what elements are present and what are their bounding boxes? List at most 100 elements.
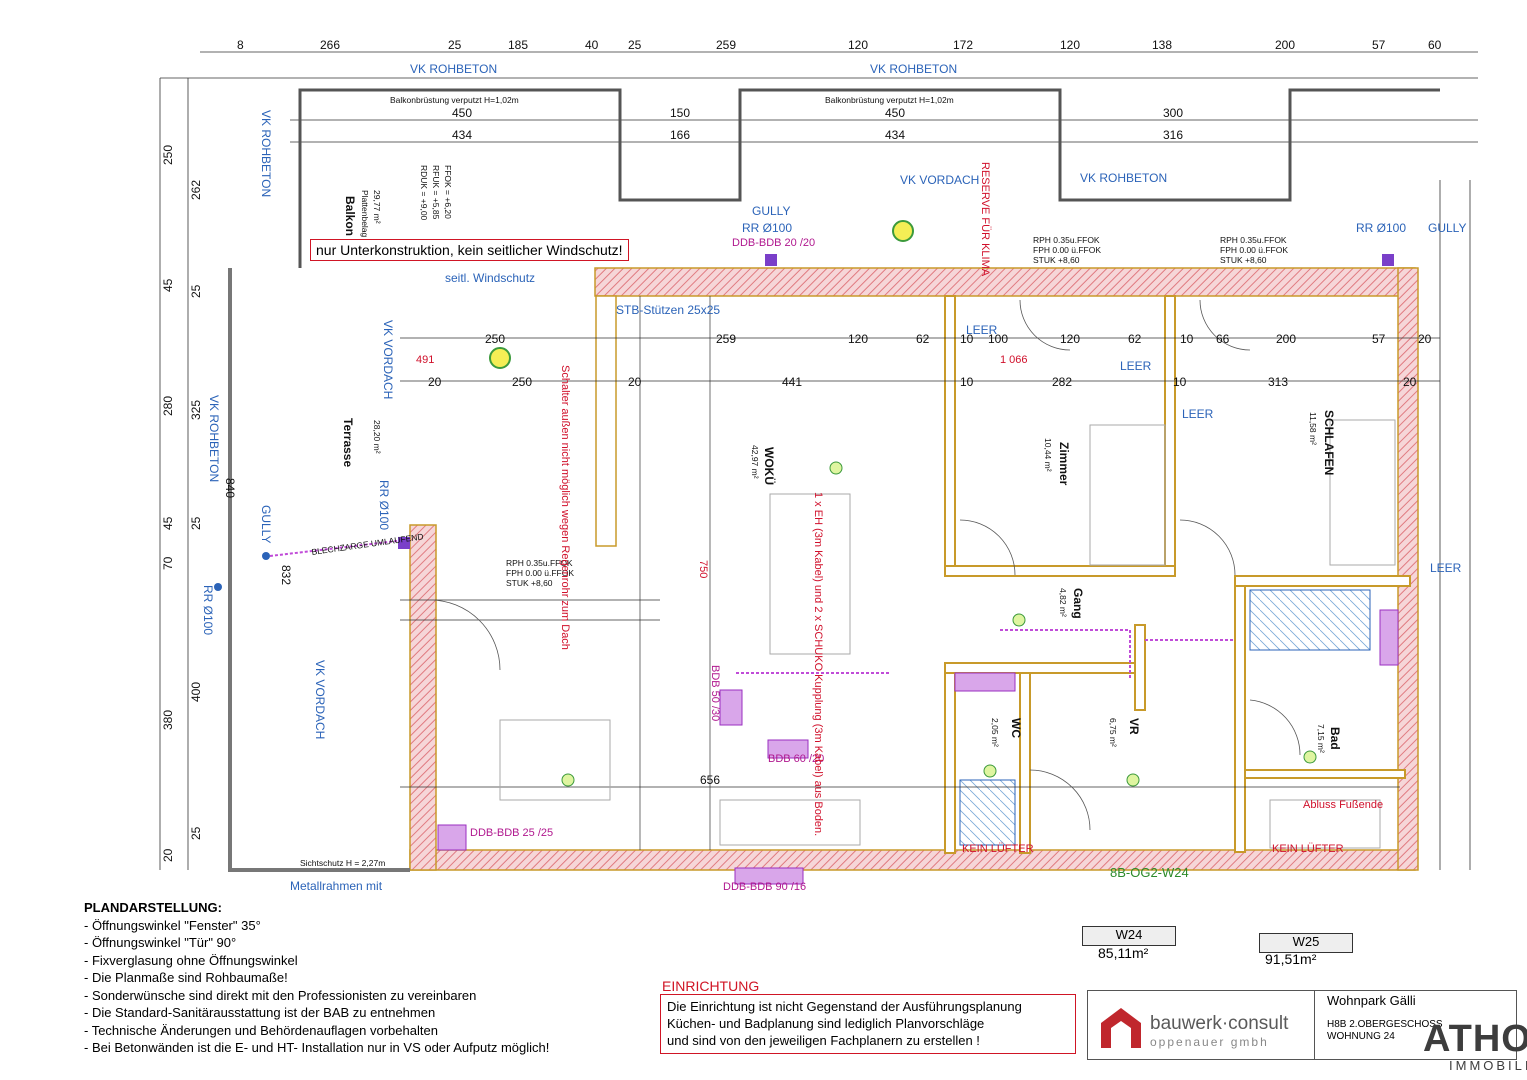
vk-vordach-label: VK VORDACH <box>381 320 395 399</box>
vk-vordach-label: VK VORDACH <box>313 660 327 739</box>
rr100-label: RR Ø100 <box>742 221 792 235</box>
room-name-woku: WOKÜ <box>762 447 777 485</box>
dim-left: 25 <box>189 826 203 840</box>
ddb-label: DDB-BDB 90 /16 <box>723 881 806 893</box>
dim-top: 138 <box>1152 38 1172 52</box>
legend-item: - Öffnungswinkel "Fenster" 35° <box>84 917 261 933</box>
dim-mid: 120 <box>1060 332 1080 346</box>
stb-stutzen-label: STB-Stützen 25x25 <box>616 303 720 317</box>
rr100-label: RR Ø100 <box>377 480 391 530</box>
eh-note: 1 x EH (3m Kabel) und 2 x SCHUKO Kupplun… <box>812 492 824 836</box>
fph-label: FPH 0.00 ü.FFOK <box>1220 245 1288 255</box>
dim-mid: 57 <box>1372 332 1386 346</box>
sichtschutz-label: Sichtschutz H = 2,27m <box>300 858 385 868</box>
dim-row: 282 <box>1052 375 1072 389</box>
dim-row: 313 <box>1268 375 1288 389</box>
dim-balcony: 434 <box>452 128 472 142</box>
rph-label: RPH 0.35u.FFOK <box>1033 235 1100 245</box>
plan-legend: PLANDARSTELLUNG: - Öffnungswinkel "Fenst… <box>84 899 654 1057</box>
legend-item: - Die Planmaße sind Rohbaumaße! <box>84 970 288 985</box>
einrichtung-note: Die Einrichtung ist nicht Gegenstand der… <box>660 994 1076 1054</box>
dim-balcony: 450 <box>452 106 472 120</box>
room-area-gang: 4,82 m² <box>1058 588 1068 617</box>
dim-left: 262 <box>189 180 203 200</box>
legend-title: PLANDARSTELLUNG: <box>84 900 222 915</box>
dim-row: 441 <box>782 375 802 389</box>
wc-tiles <box>959 779 1016 846</box>
dim-left: 45 <box>161 516 175 530</box>
dim-row: 20 <box>428 375 442 389</box>
rr100-label: RR Ø100 <box>1356 221 1406 235</box>
light-fixtures <box>489 220 1317 787</box>
rph-label: RPH 0.35u.FFOK <box>506 558 573 568</box>
light-icon <box>561 773 575 787</box>
dim-mid: 120 <box>848 332 868 346</box>
dim-mid: 100 <box>988 332 1008 346</box>
dim-balcony: 166 <box>670 128 690 142</box>
stuk-label: STUK +8,60 <box>1220 255 1267 265</box>
wohnung-id: 8B-OG2-W24 <box>1110 865 1189 880</box>
stuk-label: STUK +8,60 <box>506 578 553 588</box>
installation-lines <box>269 539 1235 680</box>
dim-top: 40 <box>585 38 599 52</box>
dim-top: 200 <box>1275 38 1295 52</box>
gully-icon <box>1382 254 1394 266</box>
leer-label: LEER <box>1120 359 1152 373</box>
rduk-label: RDUK = +9,00 <box>419 165 429 221</box>
ffok-label: FFOK = +6,20 <box>443 165 453 219</box>
bauwerk-logo-box: bauwerk·consult oppenauer gmbh <box>1087 990 1315 1060</box>
dim-left: 25 <box>189 516 203 530</box>
room-name-vr: VR <box>1127 718 1141 735</box>
dim-row: 20 <box>628 375 642 389</box>
dim-row: 10 <box>1173 375 1187 389</box>
dim-balcony: 434 <box>885 128 905 142</box>
stuk-label: STUK +8,60 <box>1033 255 1080 265</box>
vk-rohbeton-label: VK ROHBETON <box>410 62 497 76</box>
room-name-bad: Bad <box>1328 727 1342 750</box>
vk-vordach-label: VK VORDACH <box>900 173 979 187</box>
duct-boxes <box>437 609 1399 885</box>
abluss-note: Abluss Fußende <box>1303 799 1383 811</box>
athos-logo: ATHOS <box>1423 1018 1527 1060</box>
balcony-outlines <box>298 88 1440 268</box>
ddb-label: DDB-BDB 20 /20 <box>732 237 815 249</box>
room-area-vr: 6,75 m² <box>1108 718 1118 747</box>
dim-top: 57 <box>1372 38 1386 52</box>
top-dimension-lines <box>159 51 1478 870</box>
legend-item: - Die Standard-Sanitärausstattung ist de… <box>84 1005 436 1020</box>
door-swings <box>429 299 1301 831</box>
unit-w24-label: W24 <box>1082 926 1176 946</box>
schalter-note: Schalter außen nicht möglich wegen Regen… <box>559 365 571 650</box>
room-area-balkon: 29,77 m² <box>372 190 382 224</box>
einrichtung-line: und sind von den jeweiligen Fachplanern … <box>667 1033 980 1048</box>
dim-mid: 62 <box>916 332 930 346</box>
interior-dimension-lines <box>400 296 1440 850</box>
dim-balcony: 150 <box>670 106 690 120</box>
unit-w25-area: 91,51m² <box>1265 951 1317 967</box>
fph-label: FPH 0.00 ü.FFOK <box>1033 245 1101 255</box>
dim-top: 266 <box>320 38 340 52</box>
furniture <box>499 419 1396 849</box>
room-area-bad: 7,15 m² <box>1316 724 1326 753</box>
dim-balcony: 450 <box>885 106 905 120</box>
fph-label: FPH 0.00 ü.FFOK <box>506 568 574 578</box>
dim-row: 250 <box>512 375 532 389</box>
balkonbrustung-label: Balkonbrüstung verputzt H=1,02m <box>825 95 954 105</box>
dim-top: 185 <box>508 38 528 52</box>
gully-label: GULLY <box>1428 221 1466 235</box>
legend-item: - Öffnungswinkel "Tür" 90° <box>84 935 237 950</box>
dim-balcony: 300 <box>1163 106 1183 120</box>
light-icon <box>489 347 511 369</box>
room-name-balkon: Balkon <box>343 196 357 236</box>
project-info: Wohnpark Gälli H8B 2.OBERGESCHOSS WOHNUN… <box>1315 990 1517 1060</box>
dim-left: 250 <box>161 145 175 165</box>
room-area-terrasse: 28,20 m² <box>372 420 382 454</box>
dim-left: 20 <box>161 848 175 862</box>
dim-mid: 200 <box>1276 332 1296 346</box>
room-name-schlafen: SCHLAFEN <box>1322 410 1336 475</box>
gully-icon <box>765 254 777 266</box>
bath-tiles <box>1249 589 1371 651</box>
kein-lufter-label: KEIN LÜFTER <box>1272 843 1344 855</box>
leer-label: LEER <box>966 323 998 337</box>
dim-mid: 259 <box>716 332 736 346</box>
